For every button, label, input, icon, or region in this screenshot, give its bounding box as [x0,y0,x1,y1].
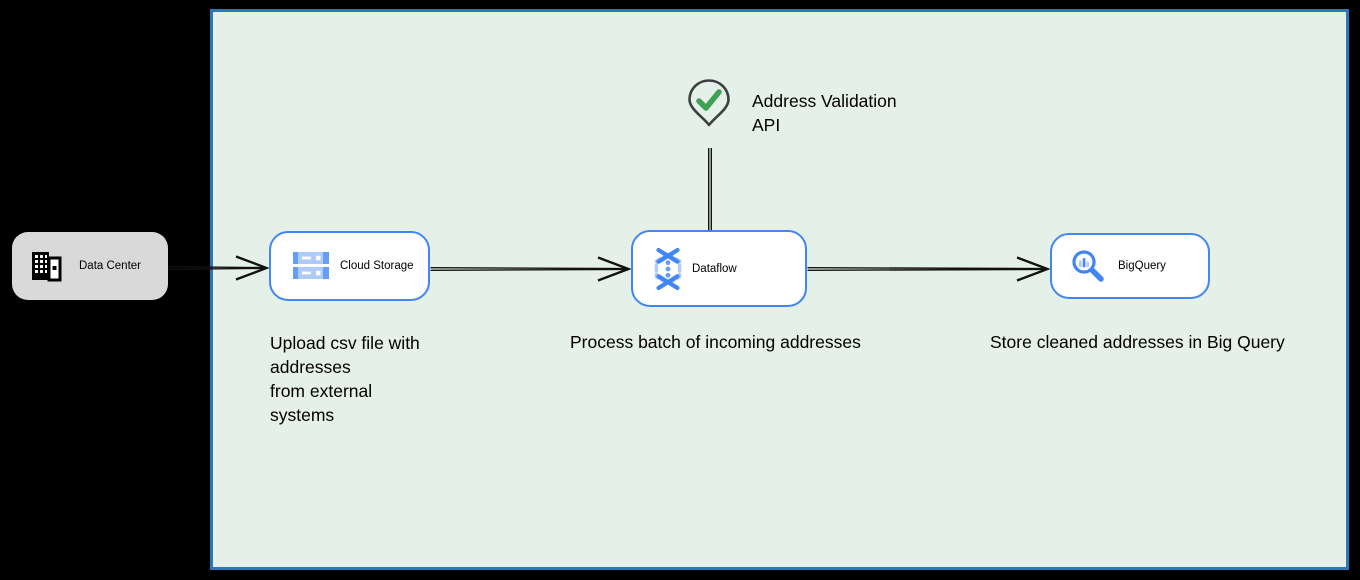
address-validation-api-label: Address Validation API [752,91,897,135]
node-cloud-storage-label: Cloud Storage [340,260,414,272]
node-dataflow: Dataflow [631,230,807,307]
building-icon [32,252,62,282]
node-bigquery-label: BigQuery [1118,260,1166,272]
caption-dataflow: Process batch of incoming addresses [570,332,861,352]
caption-cloud-storage: Upload csv file with addresses from exte… [270,333,420,425]
caption-bigquery: Store cleaned addresses in Big Query [990,332,1285,352]
node-data-center: Data Center [12,232,168,300]
node-data-center-label: Data Center [79,260,142,272]
dataflow-icon [654,247,682,290]
node-bigquery: BigQuery [1050,233,1210,299]
bigquery-icon [1072,250,1104,282]
location-pin-check-icon [688,79,730,127]
node-dataflow-label: Dataflow [692,262,737,275]
node-cloud-storage: Cloud Storage [269,231,430,301]
cloud-storage-icon [293,252,329,279]
